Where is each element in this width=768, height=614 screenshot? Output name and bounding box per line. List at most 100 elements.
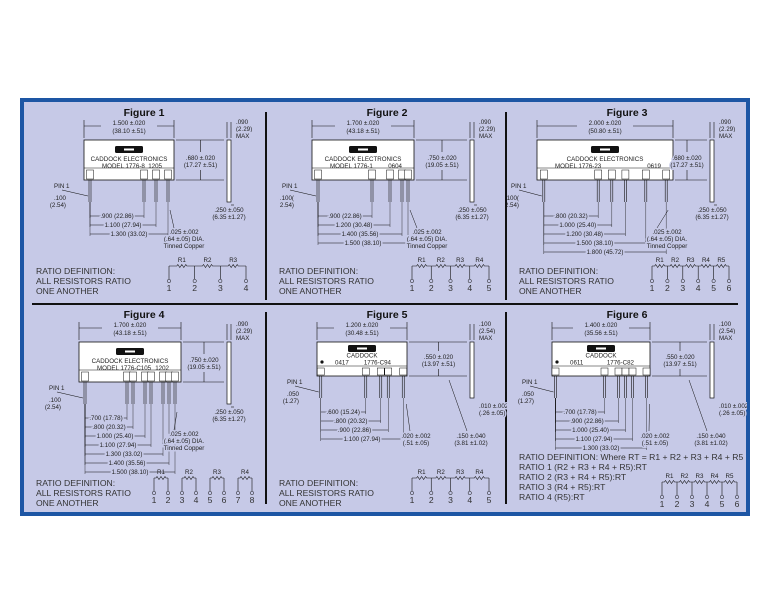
pin-spacing-dimension: 1.500 (38.10) [112, 469, 149, 476]
ratio-definition: RATIO 1 (R2 + R3 + R4 + R5):RT [519, 462, 648, 472]
pin-offset-dimension: .100( [507, 195, 520, 202]
pin-terminal-icon [487, 279, 491, 283]
thickness-dimension: MAX [479, 335, 492, 342]
pin1-leader [518, 189, 542, 197]
pin-pad [594, 169, 602, 180]
pin1-label: PIN 1 [511, 183, 527, 190]
pin-spacing-dimension: .700 (17.78) [563, 409, 596, 416]
body-marking: CADDOCK ELECTRONICS [92, 358, 169, 365]
pin-terminal-icon [250, 491, 254, 495]
pin-pad [81, 371, 89, 382]
pin-offset-dimension: .050 [522, 391, 535, 398]
pin-number: 4 [244, 283, 249, 293]
pin-spacing-dimension: .800 (20.32) [334, 418, 367, 425]
resistor [667, 263, 683, 269]
body-marking: 1776-C82 [607, 360, 635, 367]
side-view [709, 341, 715, 399]
pin-spacing-dimension: .900 (22.86) [328, 213, 361, 220]
pin-number: 4 [467, 495, 472, 505]
leader-line [648, 403, 650, 432]
pin-pad [86, 169, 94, 180]
ratio-definition: ALL RESISTORS RATIO [36, 488, 131, 498]
thickness-dimension: .090 [236, 119, 249, 126]
side-view [469, 139, 475, 203]
pin-diameter-dimension: (.64 ±.05) DIA. [407, 236, 447, 243]
pin-number: 1 [660, 499, 665, 509]
caddock-logo-icon [596, 347, 606, 350]
resistor-label: R1 [418, 469, 426, 476]
pin1-leader [289, 189, 317, 197]
pin-number: 7 [236, 495, 241, 505]
pin-pad [386, 169, 394, 180]
pin-number: 3 [218, 283, 223, 293]
pin-terminal-icon [167, 279, 171, 283]
pin-number: 1 [152, 495, 157, 505]
pin-spacing-dimension: 1.500 (38.10) [345, 240, 382, 247]
lead-thickness-dimension: (.26 ±.05) [479, 410, 505, 417]
pin-pad [551, 367, 560, 376]
resistor-label: R1 [157, 469, 165, 476]
resistor [194, 263, 221, 269]
pin-offset-dimension: .100 [54, 195, 67, 202]
leader-line [656, 209, 669, 229]
standoff-dimension: (6.35 ±1.27) [212, 214, 245, 221]
width-dimension: 1.200 ±.020 [346, 322, 379, 329]
pin1-leader [529, 385, 554, 393]
resistor [469, 475, 489, 481]
ratio-definition: RATIO DEFINITION: Where RT = R1 + R2 + R… [519, 452, 743, 462]
pin-pad [540, 169, 548, 180]
pin-diameter-dimension: .025 ±.002 [412, 229, 442, 236]
pin-pad [171, 371, 179, 382]
resistor [692, 479, 707, 485]
pin-terminal-icon [675, 495, 679, 499]
pin-number: 2 [429, 283, 434, 293]
pin-terminal-icon [467, 279, 472, 283]
pin-spacing-dimension: 1.300 (33.02) [583, 445, 620, 452]
pin-terminal-icon [236, 491, 240, 495]
side-view [709, 139, 715, 203]
resistor-label: R2 [671, 257, 679, 264]
pin-pad [368, 169, 376, 180]
width-dimension: (38.10 ±.51) [112, 128, 145, 135]
pin-terminal-icon [650, 279, 654, 283]
pin-spacing-dimension: 1.500 (38.10) [576, 240, 613, 247]
pin-terminal-icon [194, 491, 198, 495]
resistor [698, 263, 714, 269]
thickness-dimension: (2.29) [236, 126, 252, 133]
pin-number: 5 [208, 495, 213, 505]
pin-offset-dimension: .100( [280, 195, 295, 202]
pin-number: 6 [735, 499, 740, 509]
caddock-logo-icon [357, 347, 367, 350]
thickness-dimension: (2.29) [236, 328, 252, 335]
pin-diameter-dimension: Tinned Copper [407, 243, 448, 250]
pin1-label: PIN 1 [49, 385, 65, 392]
pin1-dot-icon [320, 360, 324, 364]
lead-thickness-dimension: (.26 ±.05) [719, 410, 745, 417]
height-dimension: (13.97 ±.51) [663, 361, 696, 368]
thickness-dimension: .090 [479, 119, 492, 126]
leader-line [169, 209, 175, 229]
pin-spacing-dimension: .800 (20.32) [92, 424, 125, 431]
lead-thickness-dimension: .010 ±.002 [479, 403, 507, 410]
pin-diameter-dimension: Tinned Copper [164, 445, 205, 452]
pin-diameter-dimension: (.64 ±.05) DIA. [164, 236, 204, 243]
body-marking: CADDOCK ELECTRONICS [91, 156, 168, 163]
side-view [226, 139, 232, 203]
pin-spacing-dimension: 1.000 (25.40) [559, 222, 596, 229]
leader-line [409, 209, 418, 229]
standoff-dimension: .250 ±.050 [457, 207, 487, 214]
pin-spacing-dimension: 1.000 (25.40) [572, 427, 609, 434]
ratio-definition: ONE ANOTHER [36, 498, 99, 508]
pin-number: 3 [680, 283, 685, 293]
pin-pad [317, 367, 325, 376]
pin-number: 1 [650, 283, 655, 293]
pin-number: 6 [222, 495, 227, 505]
lead-thickness-dimension: .010 ±.002 [719, 403, 747, 410]
ratio-definition: RATIO 2 (R3 + R4 + R5):RT [519, 472, 627, 482]
thickness-dimension: MAX [236, 133, 249, 140]
resistor [238, 475, 252, 481]
width-dimension: (50.80 ±.51) [588, 128, 621, 135]
pin-spacing-dimension: .900 (22.86) [338, 427, 371, 434]
